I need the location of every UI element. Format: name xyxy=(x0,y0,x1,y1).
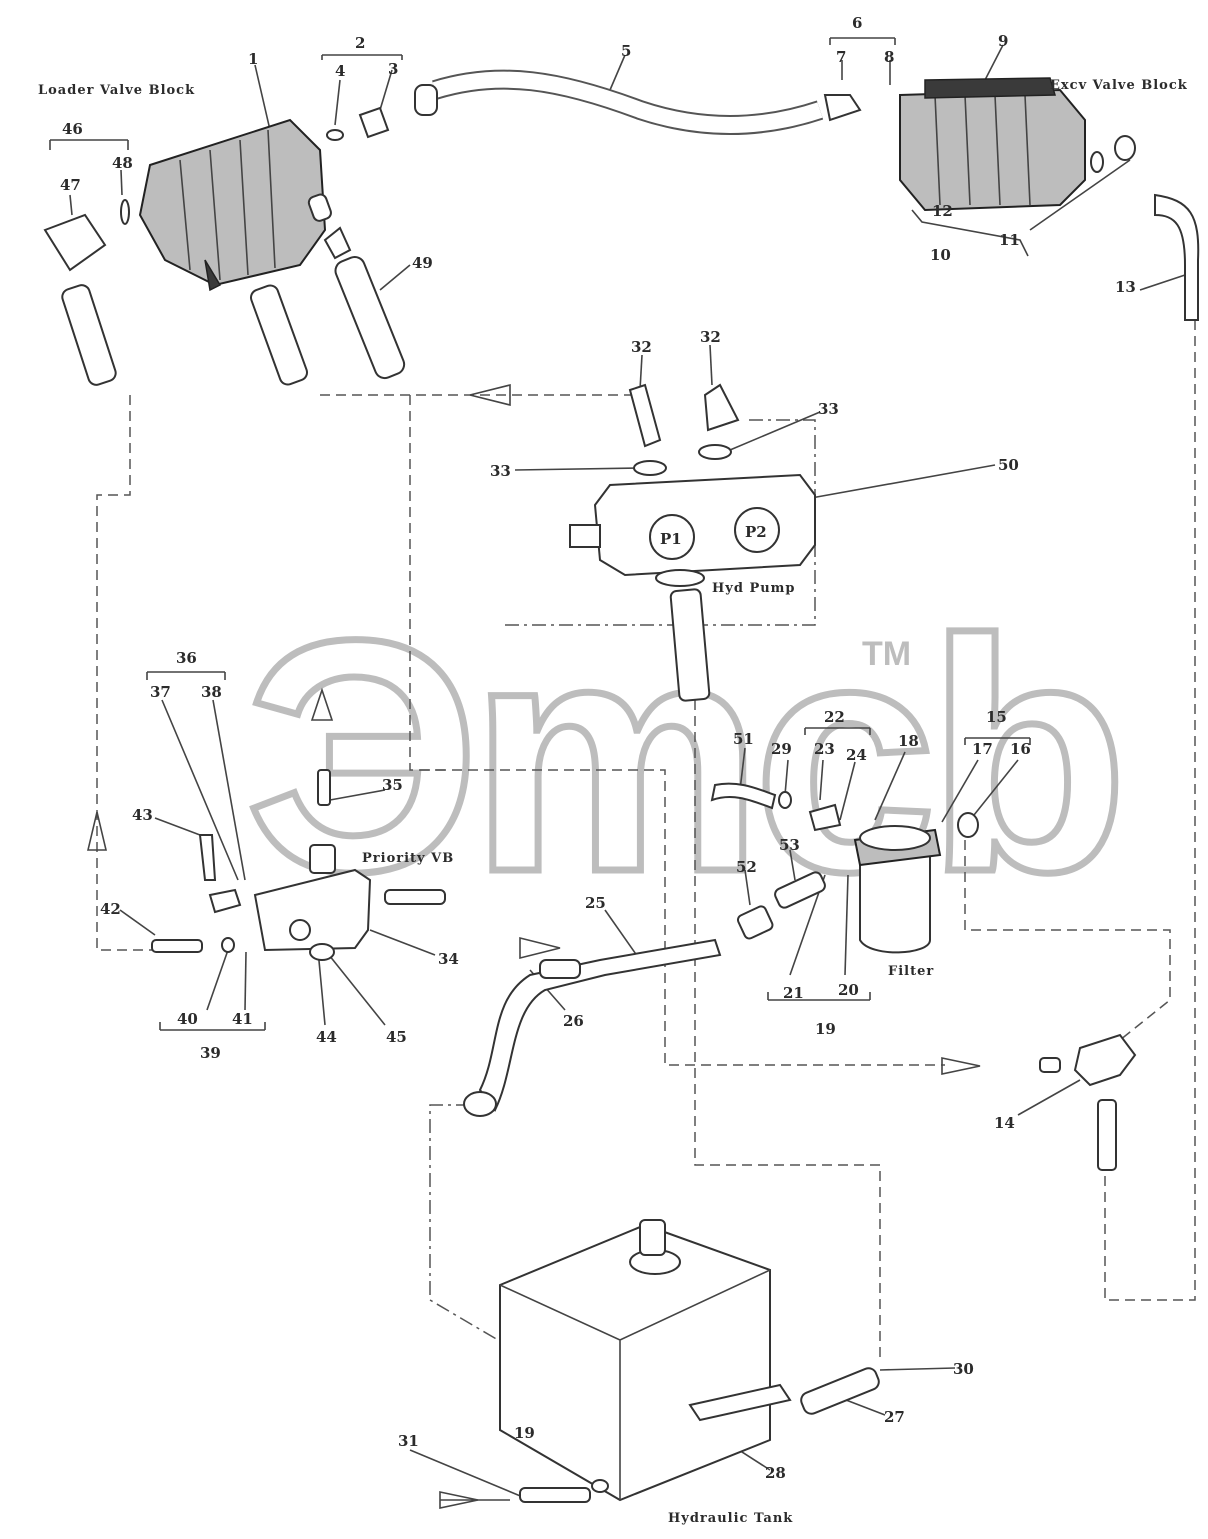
leader-lines xyxy=(49,37,1186,1501)
callout: 13 xyxy=(1115,278,1136,296)
label-hydraulic-tank: Hydraulic Tank xyxy=(668,1511,793,1526)
callout: 31 xyxy=(398,1432,419,1450)
label-hyd-pump: Hyd Pump xyxy=(712,581,796,596)
callout: 50 xyxy=(998,456,1019,474)
callout: 43 xyxy=(132,806,153,824)
callout: 23 xyxy=(814,740,835,758)
label-filter: Filter xyxy=(888,964,934,979)
filter xyxy=(736,791,979,954)
tee-valve xyxy=(1039,1033,1137,1087)
excv-return-line xyxy=(1104,320,1196,1301)
callout: 36 xyxy=(176,649,197,667)
callout: 46 xyxy=(62,120,83,138)
callout: 2 xyxy=(355,34,365,52)
callout: 19 xyxy=(815,1020,836,1038)
callout: 9 xyxy=(998,32,1008,50)
callout: 32 xyxy=(631,338,652,356)
callout: 22 xyxy=(824,708,845,726)
callout: 34 xyxy=(438,950,459,968)
callout: 3 xyxy=(388,60,398,78)
flow-arrow-left xyxy=(86,811,108,851)
callout: 51 xyxy=(733,730,754,748)
callout: 16 xyxy=(1010,740,1031,758)
callout: 7 xyxy=(836,48,846,66)
flow-arrow-hose xyxy=(519,936,561,960)
callout: 53 xyxy=(779,836,800,854)
assembly-labels: Loader Valve Block Excv Valve Block Hyd … xyxy=(38,78,1188,1526)
callout: 11 xyxy=(999,231,1020,249)
callout: 12 xyxy=(932,202,953,220)
watermark-trademark: TM xyxy=(862,635,911,673)
callout: 48 xyxy=(112,154,133,172)
hydraulic-pump: P1 P2 xyxy=(569,383,816,587)
label-priority-vb: Priority VB xyxy=(362,851,454,866)
callout: 41 xyxy=(232,1010,253,1028)
flow-arrow-valve14 xyxy=(941,1057,981,1075)
callout: 19 xyxy=(514,1424,535,1442)
callout: 39 xyxy=(200,1044,221,1062)
callout: 33 xyxy=(818,400,839,418)
callout: 35 xyxy=(382,776,403,794)
label-excv-valve-block: Excv Valve Block xyxy=(1050,78,1188,93)
callout: 10 xyxy=(930,246,951,264)
callout: 38 xyxy=(201,683,222,701)
callout: 18 xyxy=(898,732,919,750)
tank-return-line xyxy=(694,700,881,1360)
callout: 42 xyxy=(100,900,121,918)
callout: 47 xyxy=(60,176,81,194)
callout: 52 xyxy=(736,858,757,876)
flow-arrow-tank xyxy=(439,1491,479,1509)
callout: 28 xyxy=(765,1464,786,1482)
callouts: 1 2 3 4 5 6 7 8 9 10 11 12 13 14 15 16 1… xyxy=(60,14,1136,1482)
pump-marking-p1: P1 xyxy=(660,530,682,548)
callout: 8 xyxy=(884,48,894,66)
callout: 49 xyxy=(412,254,433,272)
loader-valve-block xyxy=(138,118,332,292)
label-loader-valve-block: Loader Valve Block xyxy=(38,83,195,98)
callout: 30 xyxy=(953,1360,974,1378)
callout: 40 xyxy=(177,1010,198,1028)
callout: 24 xyxy=(846,746,867,764)
callout: 33 xyxy=(490,462,511,480)
callout: 32 xyxy=(700,328,721,346)
callout: 27 xyxy=(884,1408,905,1426)
hoses xyxy=(43,69,1200,1503)
callout: 45 xyxy=(386,1028,407,1046)
priority-valve-block xyxy=(151,769,446,961)
loader-return-line xyxy=(96,395,152,951)
callout: 25 xyxy=(585,894,606,912)
excv-valve-block xyxy=(899,77,1104,212)
flow-arrow-priority xyxy=(310,687,334,721)
callout: 17 xyxy=(972,740,993,758)
callout: 37 xyxy=(150,683,171,701)
priority-supply-line xyxy=(420,769,945,1066)
flow-arrows xyxy=(86,383,981,1509)
callout: 20 xyxy=(838,981,859,999)
callout: 29 xyxy=(771,740,792,758)
callout: 14 xyxy=(994,1114,1015,1132)
filter-return-line xyxy=(964,840,1171,1041)
callout: 44 xyxy=(316,1028,337,1046)
pump-marking-p2: P2 xyxy=(745,523,767,541)
callout: 26 xyxy=(563,1012,584,1030)
callout: 1 xyxy=(248,50,258,68)
callout: 21 xyxy=(783,984,804,1002)
callout: 4 xyxy=(335,62,345,80)
callout: 5 xyxy=(621,42,631,60)
callout: 6 xyxy=(852,14,862,32)
callout: 15 xyxy=(986,708,1007,726)
flow-arrow-top xyxy=(469,383,511,407)
hydraulic-tank xyxy=(499,1219,792,1502)
